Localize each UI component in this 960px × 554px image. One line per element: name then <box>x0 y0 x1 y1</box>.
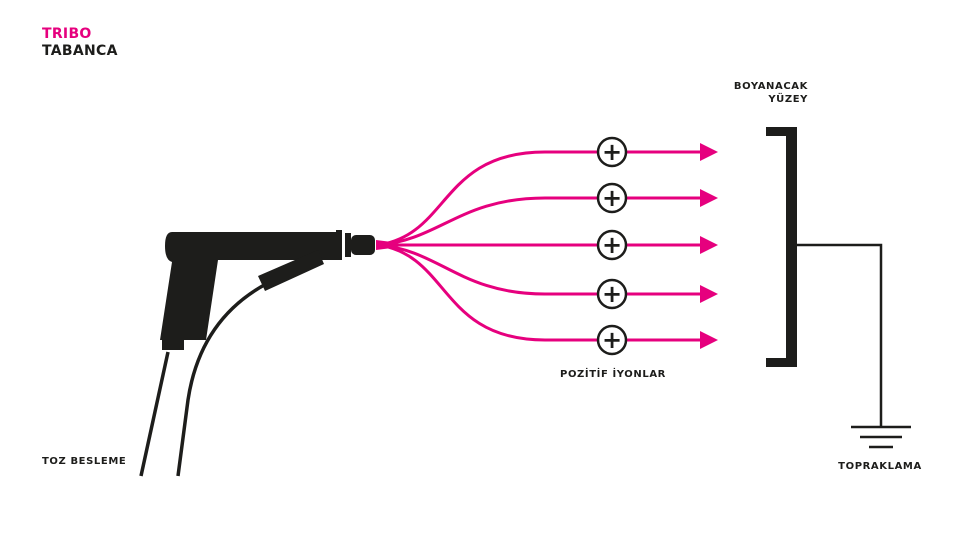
powder-feed-line <box>139 351 170 477</box>
surface-bracket-top <box>766 127 797 136</box>
arrowhead-icon <box>700 331 718 349</box>
ground-wire <box>797 243 883 427</box>
diagram-title: TRIBO TABANCA <box>42 26 118 60</box>
plus-ion-icon: + <box>596 229 628 261</box>
surface-label: BOYANACAK YÜZEY <box>700 80 808 106</box>
ion-sign: + <box>602 138 622 166</box>
arrowhead-icon <box>700 189 718 207</box>
arrowhead-icon <box>700 285 718 303</box>
spray-streams <box>377 150 702 342</box>
gun-collar-2 <box>345 233 351 257</box>
spray-gun-icon <box>160 230 375 350</box>
stream-5 <box>377 243 702 342</box>
gun-body <box>160 232 336 340</box>
title-line-tabanca: TABANCA <box>42 43 118 59</box>
plus-ion-icon: + <box>596 278 628 310</box>
plus-ion-icon: + <box>596 324 628 356</box>
arrowhead-icon <box>700 236 718 254</box>
hose-line <box>176 282 267 477</box>
ground-symbol-icon <box>797 243 911 449</box>
stream-2 <box>377 196 702 247</box>
surface-bar <box>786 127 797 367</box>
plus-ion-icon: + <box>596 182 628 214</box>
powder-feed-label: TOZ BESLEME <box>42 456 127 467</box>
target-surface <box>766 127 797 367</box>
hose-connector <box>258 250 324 291</box>
stream-1 <box>377 150 702 247</box>
positive-ions-label: POZİTİF İYONLAR <box>560 369 666 380</box>
ion-sign: + <box>602 231 622 259</box>
gun-handle-foot <box>162 340 184 350</box>
grounding-label: TOPRAKLAMA <box>838 461 922 472</box>
arrowheads <box>700 143 718 349</box>
nozzle-emission <box>376 240 392 250</box>
ion-sign: + <box>602 184 622 212</box>
ion-sign: + <box>602 280 622 308</box>
surface-label-line1: BOYANACAK <box>733 81 808 92</box>
gun-collar-1 <box>336 230 342 260</box>
ion-sign: + <box>602 326 622 354</box>
ions: + + + + + <box>596 136 628 356</box>
stream-4 <box>377 243 702 296</box>
arrowhead-icon <box>700 143 718 161</box>
plus-ion-icon: + <box>596 136 628 168</box>
gun-nozzle <box>351 235 375 255</box>
surface-label-line2: YÜZEY <box>768 94 808 105</box>
surface-bracket-bottom <box>766 358 797 367</box>
title-line-tribo: TRIBO <box>42 26 92 42</box>
